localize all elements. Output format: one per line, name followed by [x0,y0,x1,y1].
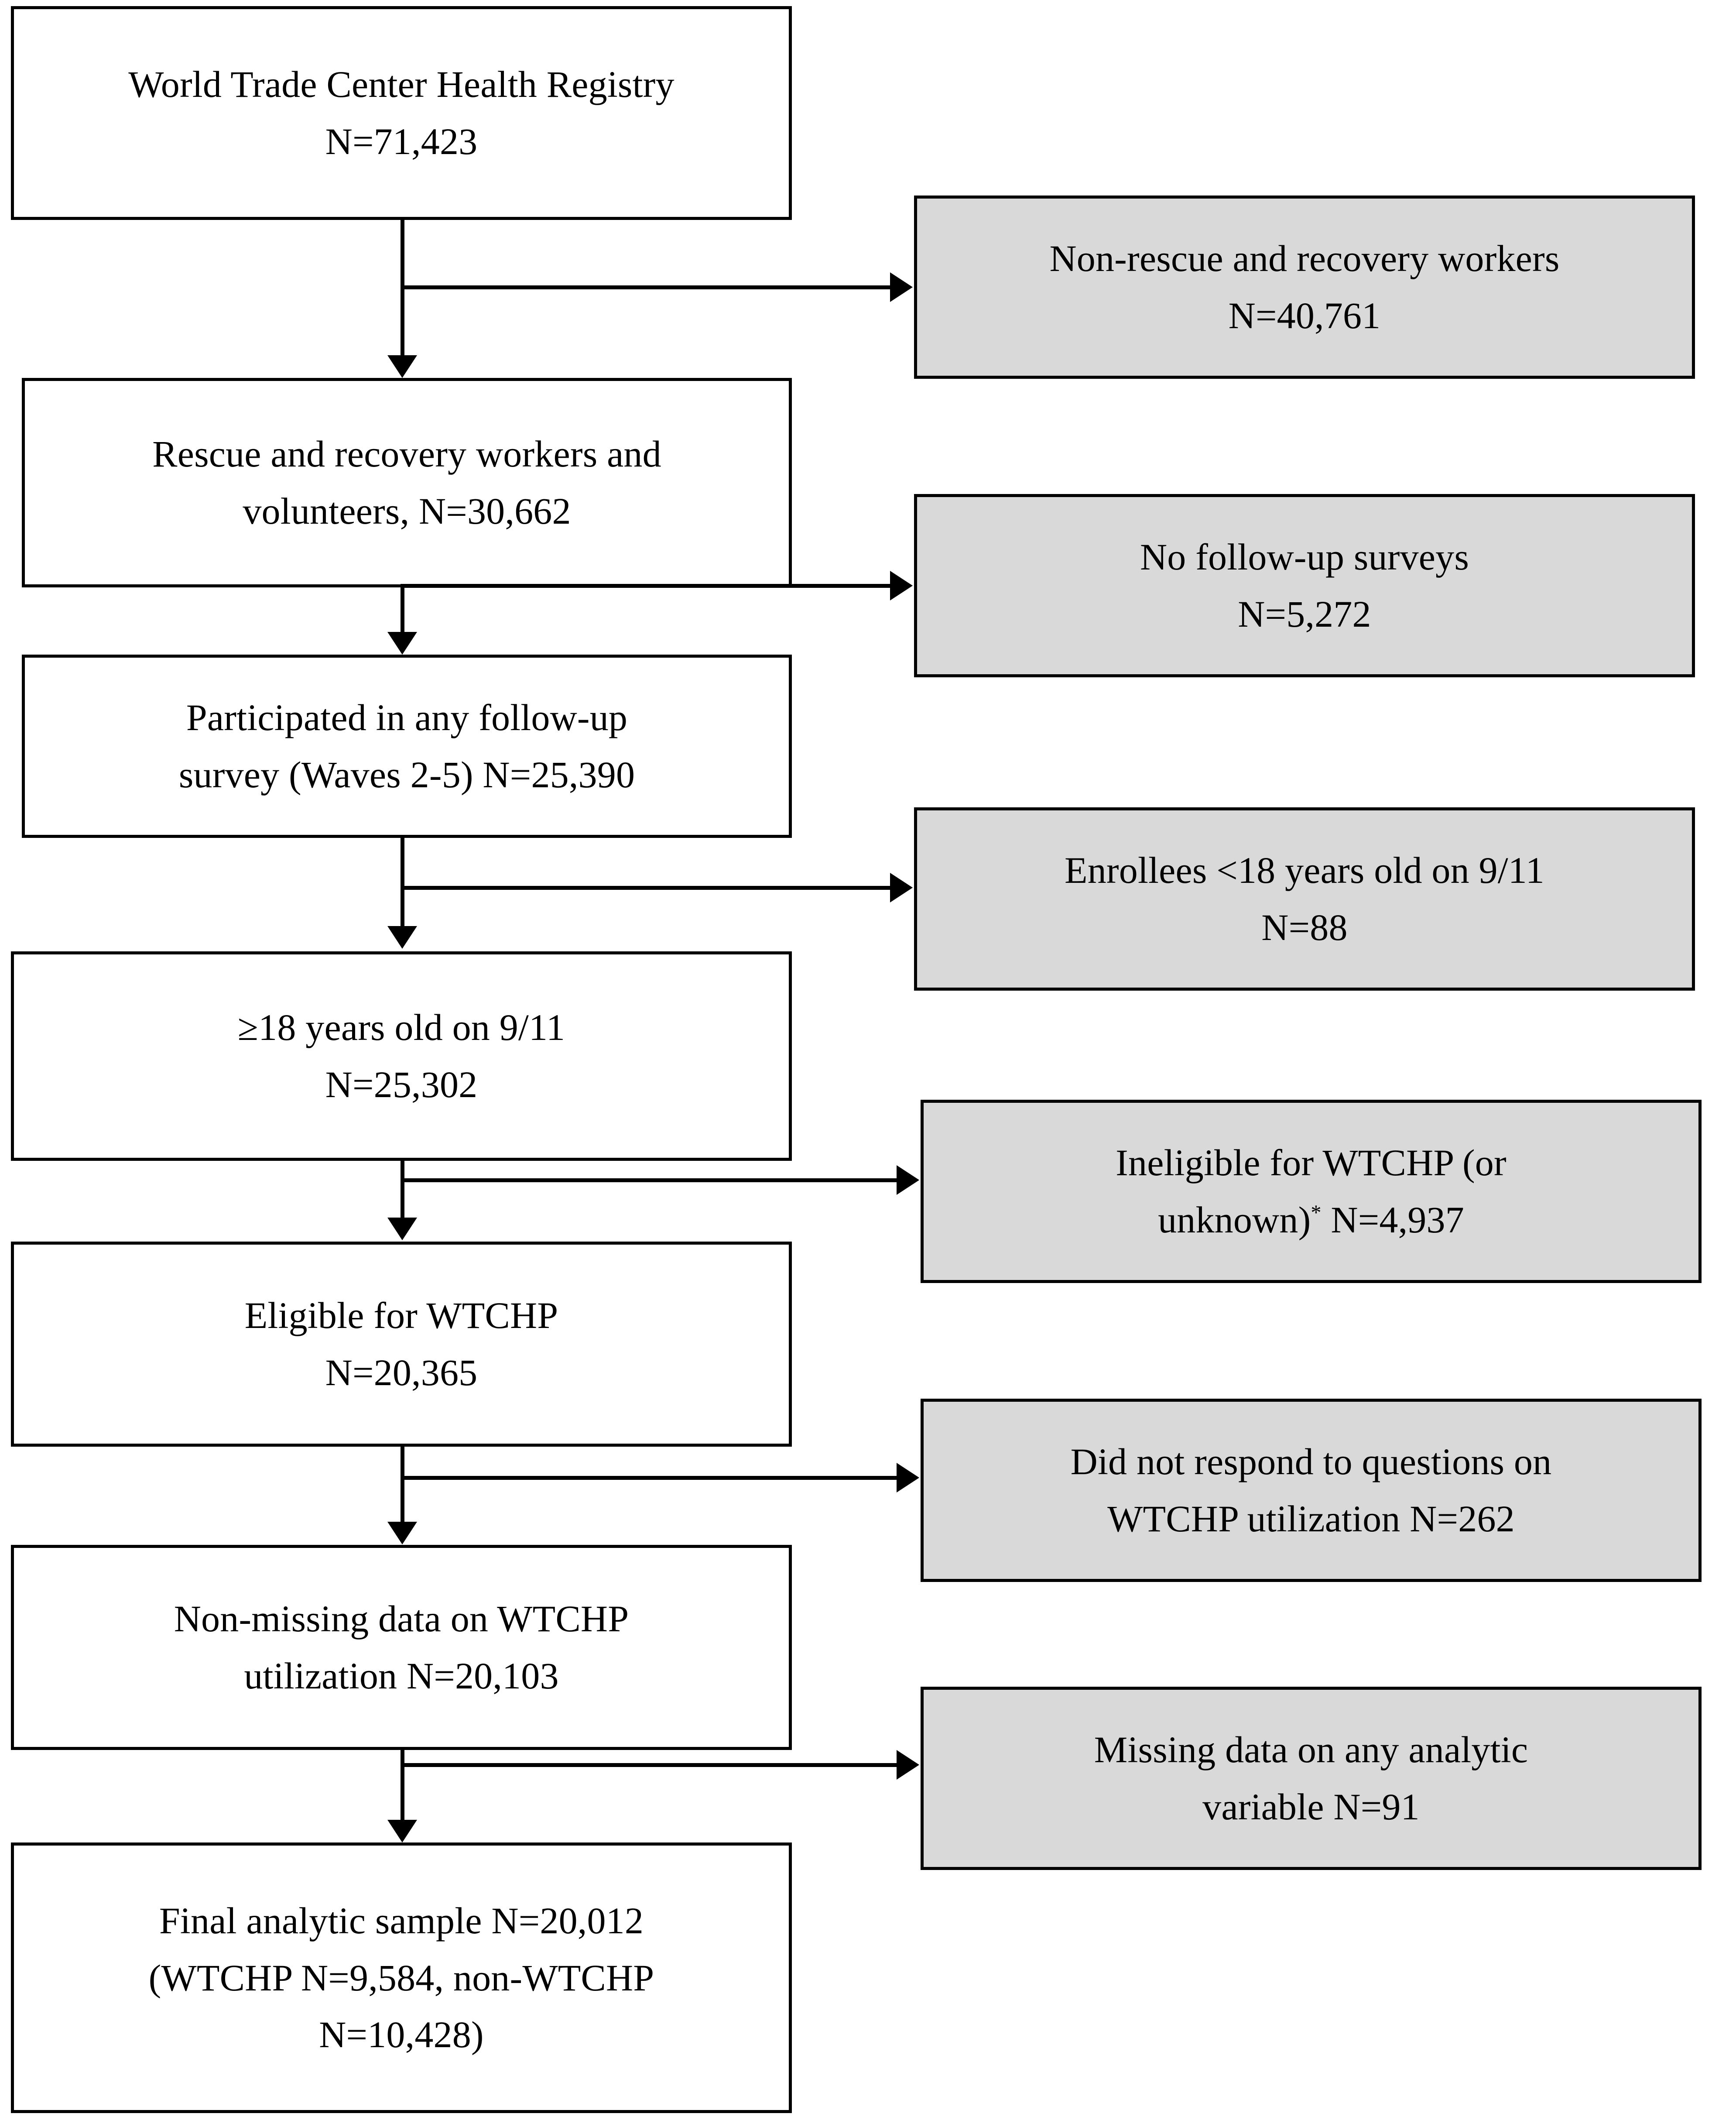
node-follow-up-survey-line-1: Participated in any follow-up [186,697,628,739]
node-non-rescue-line-1: Non-rescue and recovery workers [1049,237,1560,280]
connector-branch-eligible-to-no-response [401,1476,897,1480]
node-non-rescue-line-2: N=40,761 [1228,295,1381,336]
node-final-sample: Final analytic sample N=20,012 (WTCHP N=… [11,1843,792,2113]
ineligible-count-text: N=4,937 [1321,1199,1464,1241]
arrow-eligible-to-no-response [897,1463,919,1493]
connector-branch-nonmissing-to-missing [401,1763,897,1767]
node-under-18: Enrollees <18 years old on 9/11 N=88 [914,807,1695,991]
node-non-missing-utilization-line-1: Non-missing data on WTCHP [174,1598,629,1640]
node-final-sample-line-3: N=10,428) [319,2014,484,2056]
node-non-rescue: Non-rescue and recovery workers N=40,761 [914,196,1695,379]
node-non-missing-utilization: Non-missing data on WTCHP utilization N=… [11,1545,792,1750]
node-registry-line-1: World Trade Center Health Registry [128,63,675,106]
node-adults: ≥18 years old on 9/11 N=25,302 [11,951,792,1161]
arrow-eligible-to-nonmissing [387,1522,417,1544]
connector-branch-followup-to-under18 [401,886,890,890]
node-no-response-utilization: Did not respond to questions on WTCHP ut… [921,1399,1702,1582]
node-follow-up-survey: Participated in any follow-up survey (Wa… [22,655,792,838]
connector-branch-rescue-to-no-followup [401,584,890,588]
footnote-marker-icon: * [1311,1201,1322,1225]
node-rescue-recovery: Rescue and recovery workers and voluntee… [22,378,792,587]
node-eligible-wtchp-line-2: N=20,365 [325,1352,478,1393]
connector-branch-adults-to-ineligible [401,1178,897,1182]
connector-stem-followup-to-adults [401,838,404,926]
arrow-nonmissing-to-missing [897,1750,919,1780]
node-under-18-line-2: N=88 [1261,906,1348,948]
node-missing-analytic-line-2: variable N=91 [1202,1786,1420,1828]
node-final-sample-line-1: Final analytic sample N=20,012 [159,1899,644,1942]
node-eligible-wtchp-line-1: Eligible for WTCHP [244,1294,558,1337]
arrow-nonmissing-to-final [387,1820,417,1843]
node-no-follow-up-line-2: N=5,272 [1238,593,1371,635]
node-missing-analytic: Missing data on any analytic variable N=… [921,1687,1702,1870]
arrow-adults-to-eligible [387,1218,417,1240]
node-registry-line-2: N=71,423 [325,120,478,162]
node-non-missing-utilization-line-2: utilization N=20,103 [244,1655,559,1697]
node-no-response-utilization-line-1: Did not respond to questions on [1070,1441,1552,1483]
node-eligible-wtchp: Eligible for WTCHP N=20,365 [11,1242,792,1447]
node-missing-analytic-line-1: Missing data on any analytic [1094,1729,1528,1771]
ineligible-unknown-text: unknown) [1158,1199,1311,1241]
node-registry: World Trade Center Health Registry N=71,… [11,6,792,220]
arrow-rescue-to-no-followup [890,571,913,600]
node-no-follow-up: No follow-up surveys N=5,272 [914,494,1695,677]
connector-stem-rescue-to-followup-lower [401,587,404,632]
node-no-follow-up-line-1: No follow-up surveys [1140,536,1469,578]
arrow-rescue-to-followup [387,632,417,655]
arrow-followup-to-under18 [890,873,913,902]
arrow-adults-to-ineligible [897,1165,919,1195]
node-ineligible-wtchp-line-2: unknown)* N=4,937 [1158,1191,1464,1249]
node-under-18-line-1: Enrollees <18 years old on 9/11 [1064,849,1544,892]
node-ineligible-wtchp: Ineligible for WTCHP (or unknown)* N=4,9… [921,1100,1702,1283]
node-final-sample-line-2: (WTCHP N=9,584, non-WTCHP [148,1956,654,1999]
node-adults-line-1: ≥18 years old on 9/11 [237,1006,565,1049]
arrow-registry-to-rescue [387,355,417,378]
node-adults-line-2: N=25,302 [325,1064,478,1105]
node-rescue-recovery-line-1: Rescue and recovery workers and [152,433,661,475]
arrow-registry-to-non-rescue [890,272,913,302]
node-rescue-recovery-line-2: volunteers, N=30,662 [243,490,571,532]
node-follow-up-survey-line-2: survey (Waves 2-5) N=25,390 [178,754,635,796]
node-ineligible-wtchp-line-1: Ineligible for WTCHP (or [1116,1142,1507,1184]
arrow-followup-to-adults [387,926,417,949]
node-no-response-utilization-line-2: WTCHP utilization N=262 [1107,1498,1515,1540]
connector-branch-registry-to-non-rescue [401,285,890,289]
connector-stem-adults-to-eligible [401,1161,404,1218]
connector-stem-eligible-to-nonmissing [401,1447,404,1522]
connector-stem-nonmissing-to-final [401,1750,404,1820]
